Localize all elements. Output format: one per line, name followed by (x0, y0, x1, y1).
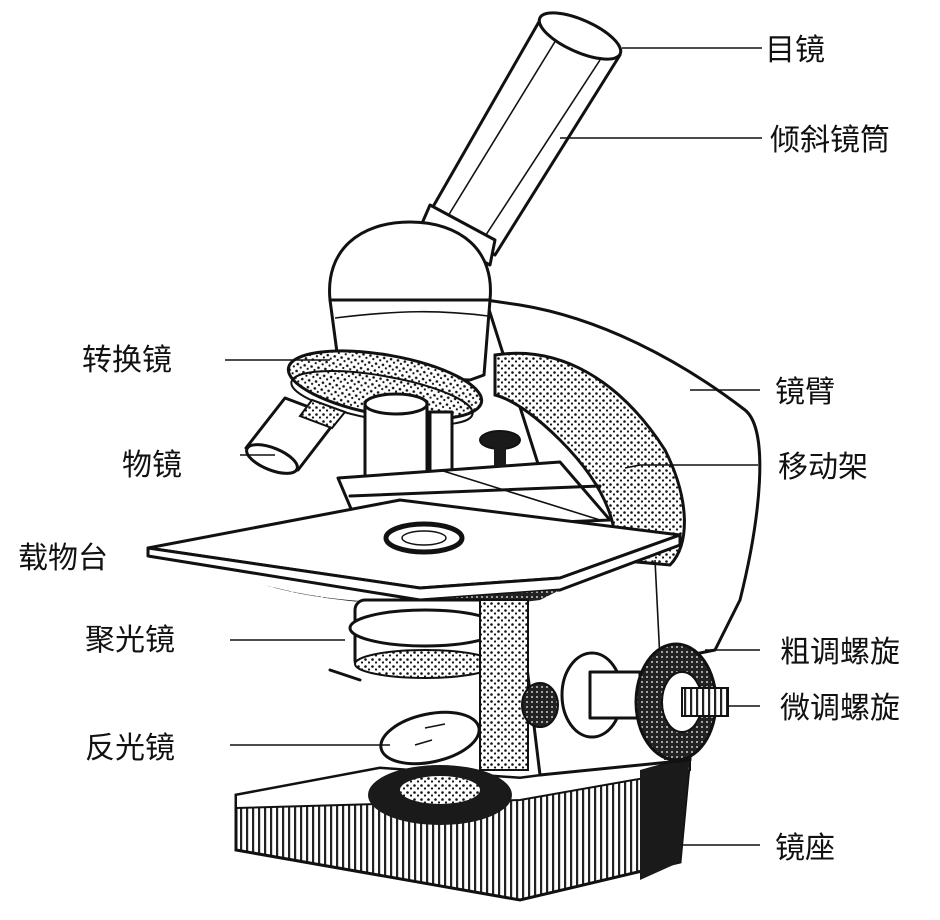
microscope-illustration (146, 11, 762, 902)
focus-knobs-shape (560, 642, 729, 762)
label-mirror: 反光镜 (85, 731, 175, 766)
label-coarse-focus: 粗调螺旋 (780, 635, 900, 670)
label-nosepiece: 转换镜 (82, 343, 172, 378)
leader-lines (225, 47, 762, 846)
label-mechanical-stage: 移动架 (778, 450, 868, 485)
label-objective: 物镜 (122, 448, 182, 483)
label-stage: 载物台 (18, 541, 108, 576)
mirror-shape (368, 710, 512, 825)
column-shape (479, 599, 529, 771)
label-eyepiece: 目镜 (765, 33, 825, 68)
condenser-shape (328, 598, 523, 682)
labels: 目镜 倾斜镜筒 转换镜 镜臂 物镜 移动架 载物台 聚光镜 粗调螺旋 微调螺旋 … (18, 33, 900, 866)
base-shape (234, 754, 692, 902)
side-knob-shape (521, 682, 559, 728)
label-tilted-tube: 倾斜镜筒 (770, 123, 890, 158)
label-base: 镜座 (775, 831, 835, 866)
stage-shape (146, 498, 682, 606)
label-fine-focus: 微调螺旋 (780, 691, 900, 726)
tilted-tube-shape (418, 11, 623, 267)
label-arm: 镜臂 (775, 375, 835, 410)
label-condenser: 聚光镜 (85, 623, 175, 658)
